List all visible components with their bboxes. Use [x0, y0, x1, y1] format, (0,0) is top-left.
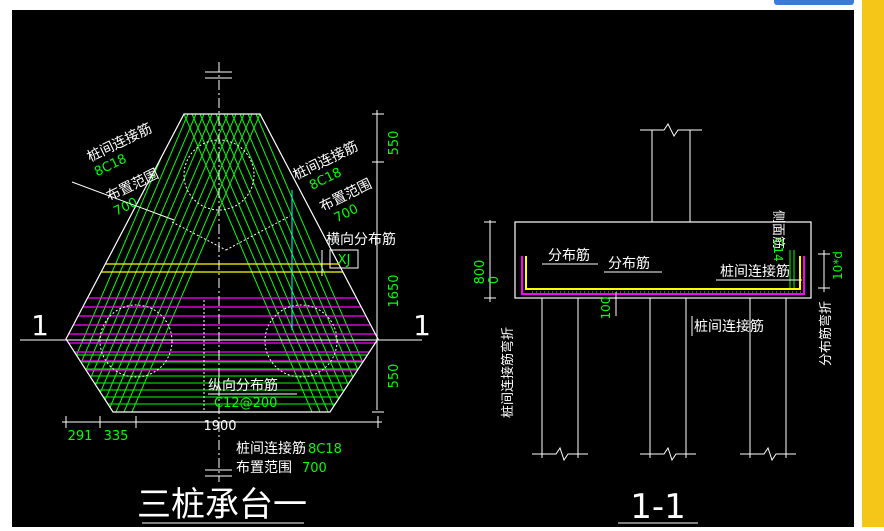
column-mark-top: [205, 71, 232, 79]
drawing-svg: 1 1 550 1650 550 291 335 1900: [20, 62, 845, 527]
section-dim-right: [818, 250, 830, 292]
section-dim-left: [484, 220, 496, 302]
label-transverse: 横向分布筋: [326, 231, 396, 248]
plan-title: 三桩承台一: [137, 485, 307, 525]
label-bottom-range-val: 700: [302, 461, 327, 476]
right-scroll-strip: [862, 0, 884, 527]
leader-left: [71, 181, 175, 221]
dim-bottom-335: 335: [104, 429, 129, 444]
dim-bottom-291: 291: [68, 429, 93, 444]
diagonal-rebar-bands: [66, 114, 378, 412]
pile-circle-right: [264, 304, 338, 378]
label-transverse-spec: XJ: [338, 253, 351, 268]
section-label-dist2: 分布筋: [608, 255, 650, 272]
section-label-side: 侧面筋: [770, 210, 786, 249]
section-label-bend-len: 10*d: [831, 251, 845, 280]
label-longitudinal: 纵向分布筋: [208, 377, 278, 394]
section-label-dist1: 分布筋: [548, 247, 590, 264]
label-bottom-range: 布置范围: [236, 459, 292, 476]
section-side-rebar: [789, 250, 795, 288]
window-chip: [774, 0, 854, 5]
rebar-ticks: [171, 215, 291, 410]
dim-right-1650: 1650: [387, 274, 402, 307]
pile-cap-outline: [65, 113, 379, 413]
label-bottom-name: 桩间连接筋: [236, 440, 306, 457]
section-title: 1-1: [630, 487, 686, 527]
section-label-pile-conn-bottom: 桩间连接筋: [694, 318, 764, 335]
column-mark-bottom: [205, 469, 232, 477]
section-label-pile-conn: 桩间连接筋: [720, 263, 790, 280]
section-dim-zero: 0: [487, 276, 502, 284]
section-mark-right: 1: [413, 309, 431, 342]
pile-cap-plan: 1 1 550 1650 550 291 335 1900: [20, 62, 431, 525]
column-section: [640, 123, 702, 222]
section-dim-height: 800: [473, 260, 488, 285]
section-mark-left: 1: [31, 309, 49, 342]
label-right-group: 桩间连接筋 8C18 布置范围 700: [290, 138, 374, 226]
label-bottom-spec: 8C18: [308, 442, 342, 457]
dim-right-550-top: 550: [387, 131, 402, 156]
section-label-side-spec: C14: [771, 238, 785, 262]
dimension-bottom: [62, 416, 382, 428]
piles-section: [532, 298, 796, 462]
pile-circle-left: [99, 304, 173, 378]
dim-bottom-1900: 1900: [203, 419, 236, 434]
section-label-right-vertical: 分布筋弯折: [818, 301, 834, 366]
section-label-left-vertical: 桩间连接筋弯折: [500, 327, 516, 418]
cad-canvas: 1 1 550 1650 550 291 335 1900: [12, 10, 854, 527]
transverse-spec-box: [329, 249, 359, 269]
dimension-right: [372, 110, 384, 413]
label-longitudinal-spec: C12@200: [214, 396, 277, 411]
dim-right-550-bottom: 550: [387, 364, 402, 389]
section-view: 800 0 100 分布筋 分布筋 桩间连接筋 桩间连接筋 侧面筋 C14 桩间…: [473, 123, 845, 527]
cap-section-outline: [514, 221, 812, 299]
section-dist-rebar: [525, 256, 801, 290]
section-bottom-rebar: [521, 256, 805, 295]
section-dim-cover-value: 100: [599, 297, 613, 320]
